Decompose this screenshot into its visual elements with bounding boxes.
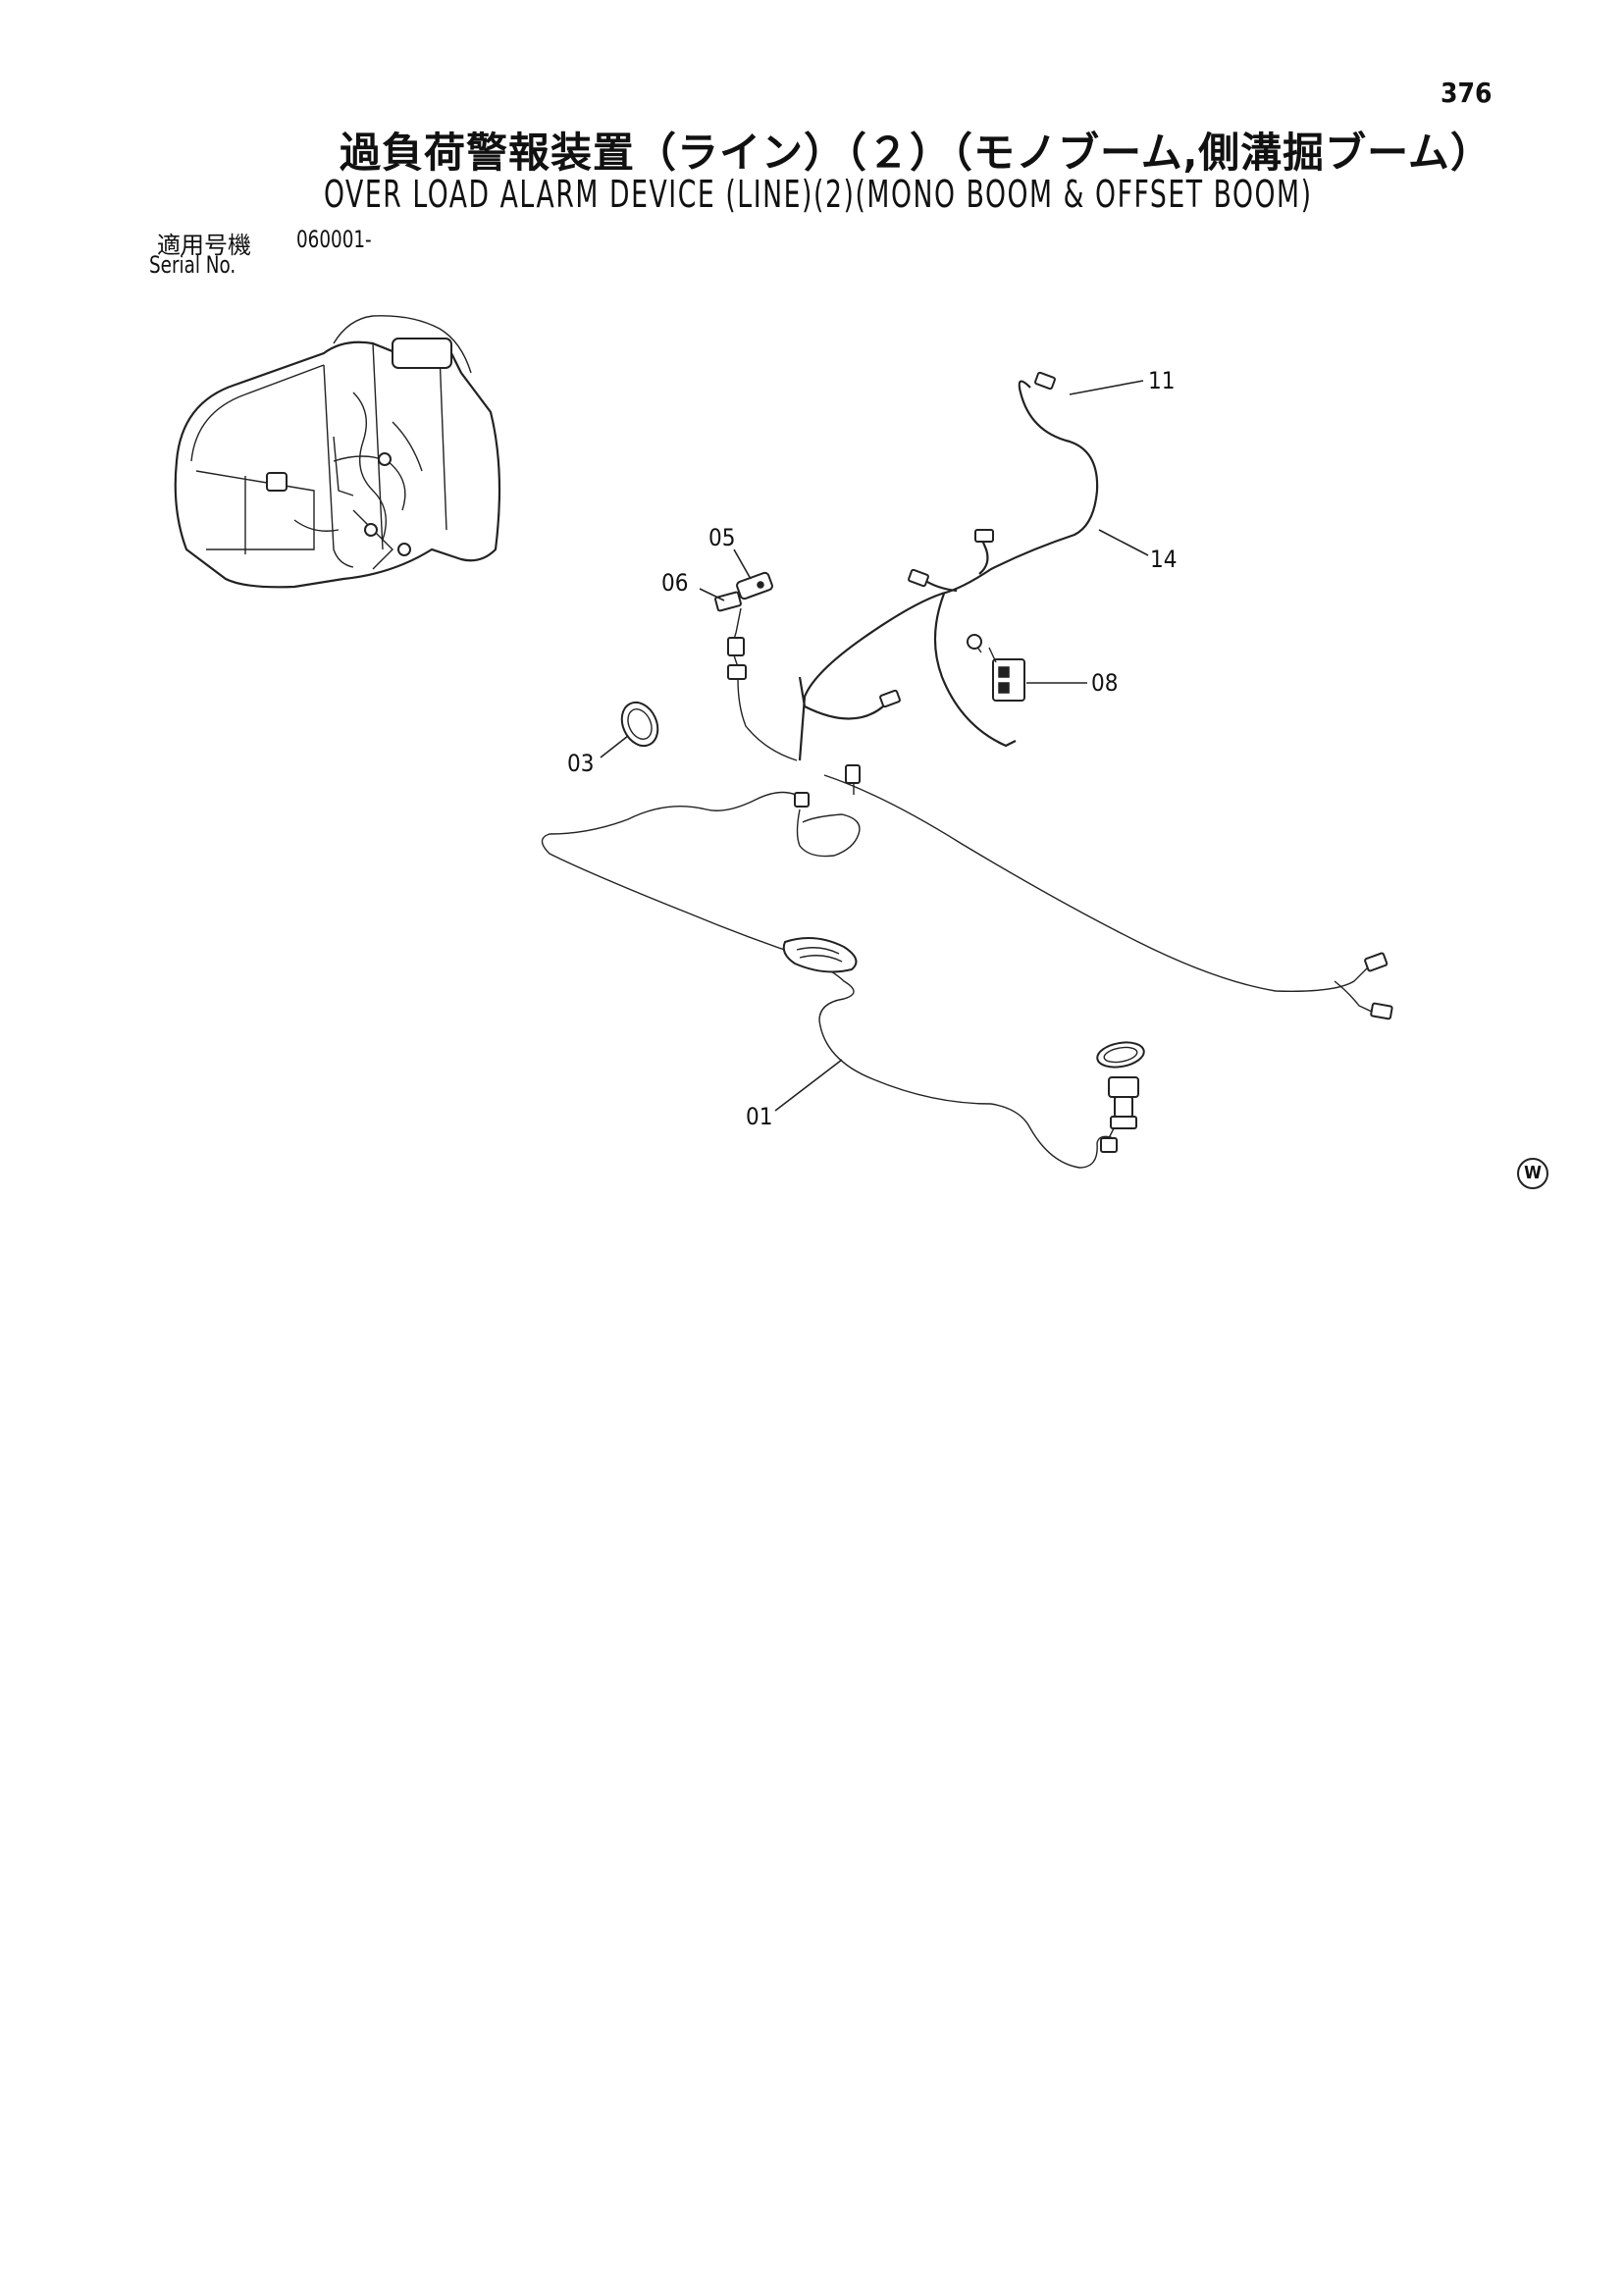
watermark-circle-w: W	[1517, 1158, 1548, 1189]
excavator-overview-illustration	[174, 315, 501, 589]
serial-label-english: Serial No.	[149, 251, 236, 279]
callout-14: 14	[1150, 546, 1177, 573]
switch-05	[714, 571, 798, 761]
relay-08	[967, 634, 1025, 702]
leader-lines	[600, 380, 1149, 1112]
callout-03: 03	[567, 750, 594, 777]
harness-14	[798, 371, 1099, 761]
callout-08: 08	[1091, 669, 1118, 697]
callout-01: 01	[746, 1103, 772, 1130]
harness-right-branch	[823, 764, 1393, 1020]
title-japanese: 過負荷警報装置（ライン）（２）（モノブーム,側溝掘ブーム）	[340, 129, 1493, 177]
clamp-03	[620, 701, 659, 748]
serial-label-japanese: 適用号機	[157, 232, 251, 259]
pressure-sensor	[1096, 1041, 1145, 1153]
callout-06: 06	[661, 569, 688, 597]
serial-number: 060001-	[296, 226, 372, 253]
harness-01	[541, 791, 1115, 1169]
callout-11: 11	[1148, 367, 1175, 394]
page-number: 376	[1441, 77, 1493, 109]
callout-05: 05	[708, 524, 735, 551]
title-english: OVER LOAD ALARM DEVICE (LINE)(2)(MONO BO…	[324, 173, 1313, 216]
